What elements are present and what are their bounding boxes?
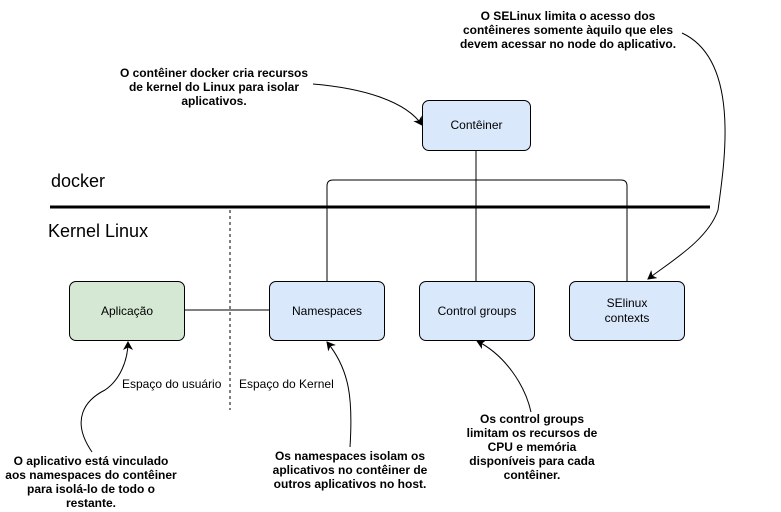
namespaces-isolate-note: Os namespaces isolam os aplicativos no c… (272, 449, 428, 491)
control-groups-box: Control groups (419, 281, 535, 341)
arrow-cgroups-note (476, 340, 532, 413)
arrow-app-note (80, 341, 133, 453)
selinux-contexts-label: SElinux contexts (604, 296, 650, 325)
container-label: Contêiner (450, 118, 503, 132)
app-linked-note: O aplicativo está vinculado aos namespac… (5, 454, 177, 510)
docker-layer-label: docker (51, 171, 106, 191)
application-box: Aplicação (69, 281, 185, 341)
container-connector-bracket (326, 179, 628, 281)
user-space-label: Espaço do usuário (122, 377, 222, 391)
control-groups-label: Control groups (437, 303, 517, 318)
kernel-layer-label: Kernel Linux (48, 221, 149, 241)
selinux-contexts-box: SElinux contexts (569, 281, 685, 341)
arrow-selinux-note (647, 32, 726, 280)
selinux-limits-note: O SELinux limita o acesso dos contêinere… (459, 9, 677, 51)
application-label: Aplicação (100, 303, 154, 318)
namespaces-label: Namespaces (291, 303, 363, 318)
arrow-namespaces-note (326, 341, 352, 448)
kernel-space-label: Espaço do Kernel (239, 377, 334, 391)
namespaces-box: Namespaces (269, 281, 385, 341)
container-box: Contêiner (422, 100, 531, 151)
docker-creates-note: O contêiner docker cria recursos de kern… (119, 66, 309, 108)
arrow-docker-note (312, 83, 423, 126)
control-groups-limit-note: Os control groups limitam os recursos de… (466, 412, 598, 482)
